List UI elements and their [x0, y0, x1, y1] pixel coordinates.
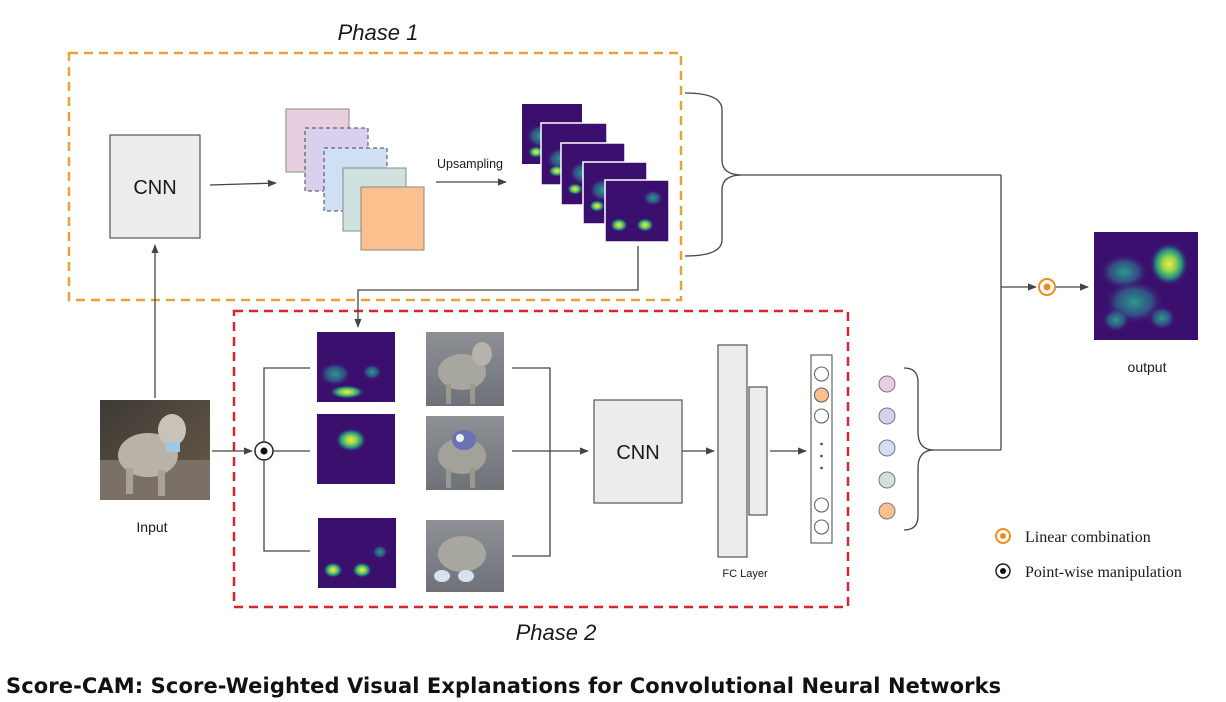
score-weights — [878, 375, 896, 520]
branch-top — [263, 367, 310, 442]
phase2-box — [232, 309, 850, 609]
fc-layer-label: FC Layer — [722, 568, 768, 580]
upsampled-maps-stack — [522, 104, 670, 243]
input-image — [100, 400, 210, 500]
mask-heatmap-2 — [317, 414, 395, 484]
score-circle — [878, 471, 896, 489]
output-label: output — [1128, 359, 1167, 375]
legend-linear-label: Linear combination — [1025, 529, 1151, 546]
arrow-maps-into-phase2 — [354, 246, 639, 328]
input-label: Input — [136, 519, 167, 535]
phase1-box — [67, 51, 683, 302]
output-heatmap — [1094, 232, 1198, 340]
phase1-title: Phase 1 — [338, 20, 419, 45]
masked-image-1 — [426, 332, 504, 406]
masked-image-2 — [426, 416, 504, 490]
cnn-block-top — [109, 134, 201, 239]
cnn-bottom-label: CNN — [616, 442, 659, 464]
upsampling-label: Upsampling — [437, 157, 503, 171]
phase2-title: Phase 2 — [516, 620, 597, 645]
mask-heatmap-1 — [317, 332, 395, 402]
fc-layer-1 — [717, 344, 748, 558]
masked-image-3 — [426, 520, 504, 592]
scores-brace — [903, 367, 935, 531]
score-circle — [878, 407, 896, 425]
mask-heatmap-3 — [318, 518, 396, 588]
caption-title: Score-CAM: Score-Weighted Visual Explana… — [6, 674, 1002, 698]
score-vector — [810, 354, 833, 544]
masked-images-bracket — [512, 367, 551, 557]
arrow-cnn-to-features — [209, 179, 277, 187]
fc-layer-2 — [748, 386, 768, 516]
cnn-top-label: CNN — [133, 177, 176, 199]
score-circle — [878, 375, 896, 393]
score-circle — [878, 439, 896, 457]
feature-maps-stack — [285, 108, 425, 251]
phase1-brace — [684, 92, 743, 257]
score-circle — [878, 502, 896, 520]
cnn-block-bottom — [593, 399, 683, 504]
legend: Linear combination Point-wise manipulati… — [995, 528, 1182, 581]
legend-pointwise-label: Point-wise manipulation — [1025, 564, 1182, 581]
branch-bottom — [263, 460, 310, 552]
